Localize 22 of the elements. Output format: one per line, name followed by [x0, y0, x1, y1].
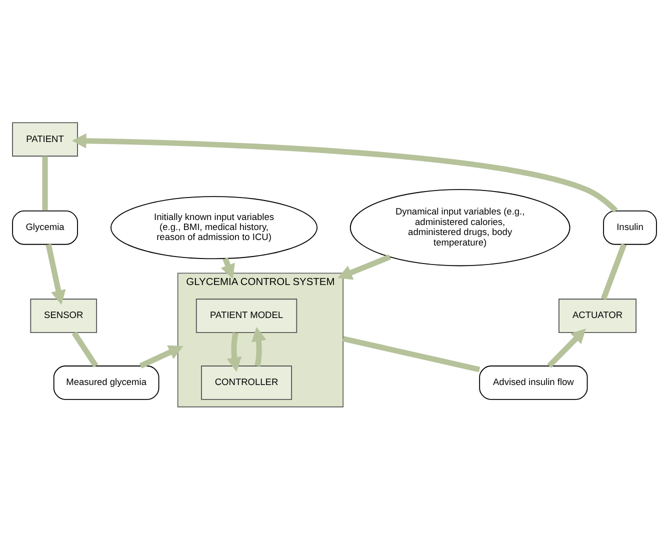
arrow	[251, 326, 266, 366]
connector	[600, 242, 627, 300]
node-box: Insulin	[603, 210, 657, 244]
arrow	[547, 328, 586, 368]
arrow	[338, 254, 391, 280]
node-box: CONTROLLER	[201, 365, 292, 400]
connector	[42, 156, 48, 210]
connector	[72, 330, 98, 367]
arrow	[220, 257, 235, 278]
node-box: ACTUATOR	[558, 298, 636, 333]
node-box: Advised insulin flow	[479, 365, 588, 400]
arrow	[72, 132, 618, 212]
node-ellipse: Dynamical input variables (e.g., administered calories, administered drugs, body temperature)	[350, 188, 570, 266]
node-box: PATIENT	[12, 122, 78, 156]
node-ellipse: Initially known input variables (e.g., BMI, medical history, reason of admission to ICU)	[110, 196, 318, 259]
arrow	[139, 344, 184, 368]
connector	[342, 335, 480, 372]
node-box: Glycemia	[12, 210, 78, 244]
node-box: Measured glycemia	[53, 365, 160, 400]
arrow	[46, 243, 66, 304]
node-box: PATIENT MODEL	[196, 298, 298, 333]
node-box: SENSOR	[30, 298, 98, 333]
